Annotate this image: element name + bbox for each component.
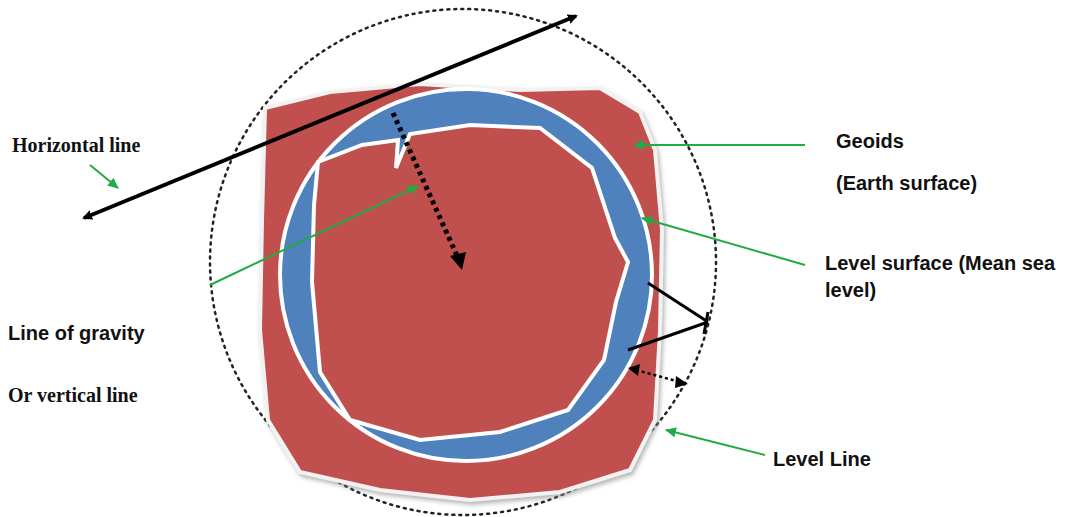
horizontal-line-label: Horizontal line <box>12 132 232 159</box>
geoid-sublabel: (Earth surface) <box>836 170 1036 197</box>
leader-arrow <box>90 165 118 188</box>
offset-line <box>704 312 708 334</box>
gravity-line <box>393 113 458 258</box>
leader-arrow <box>642 218 805 265</box>
mean-sea-level-ring <box>280 89 652 461</box>
level-line-label: Level Line <box>773 446 973 473</box>
leader-arrow <box>666 430 765 455</box>
gravity-arrowhead <box>450 252 466 270</box>
gravity-line-label: Line of gravity <box>8 320 228 347</box>
geoid-shape <box>260 84 662 500</box>
offset-line <box>628 322 708 350</box>
vertical-line-label: Or vertical line <box>8 382 228 409</box>
offset-line <box>648 283 708 322</box>
leader-arrow <box>210 186 418 285</box>
separation-arrowhead <box>675 376 688 388</box>
level-line-circle <box>210 9 716 515</box>
separation-arrow <box>636 370 680 382</box>
horizontal-line <box>84 16 576 218</box>
level-surface-label: Level surface (Mean sea level) <box>825 250 1070 304</box>
separation-arrowhead <box>628 364 640 376</box>
inner-earth-shape <box>312 125 628 440</box>
geoid-label: Geoids <box>836 128 1036 155</box>
leader-arrow <box>634 144 805 146</box>
